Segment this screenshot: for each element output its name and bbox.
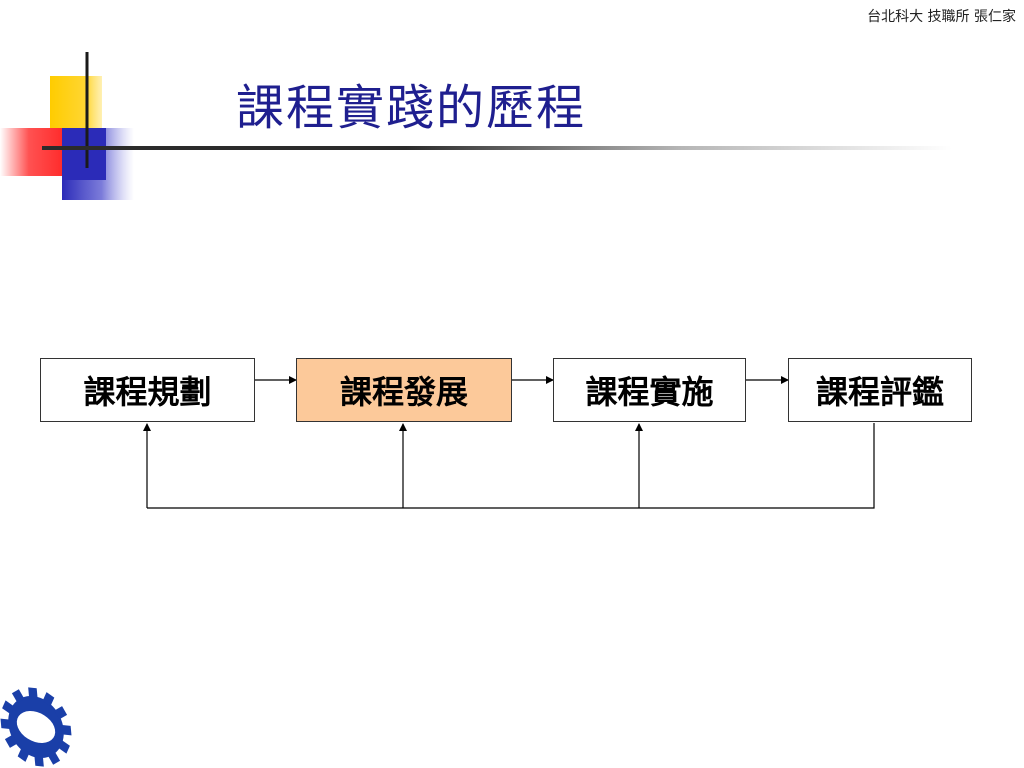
slide-title: 課程實踐的歷程	[236, 80, 587, 136]
step-box-development: 課程發展	[296, 358, 512, 422]
feedback-loop-line	[147, 423, 875, 509]
gear-icon	[0, 687, 72, 767]
title-underline	[42, 146, 952, 150]
step-box-evaluation: 課程評鑑	[788, 358, 972, 422]
corner-decoration-icon	[0, 52, 140, 200]
header-credit: 台北科大 技職所 張仁家	[867, 9, 1016, 25]
step-box-implementation: 課程實施	[553, 358, 746, 422]
step-box-planning: 課程規劃	[40, 358, 255, 422]
